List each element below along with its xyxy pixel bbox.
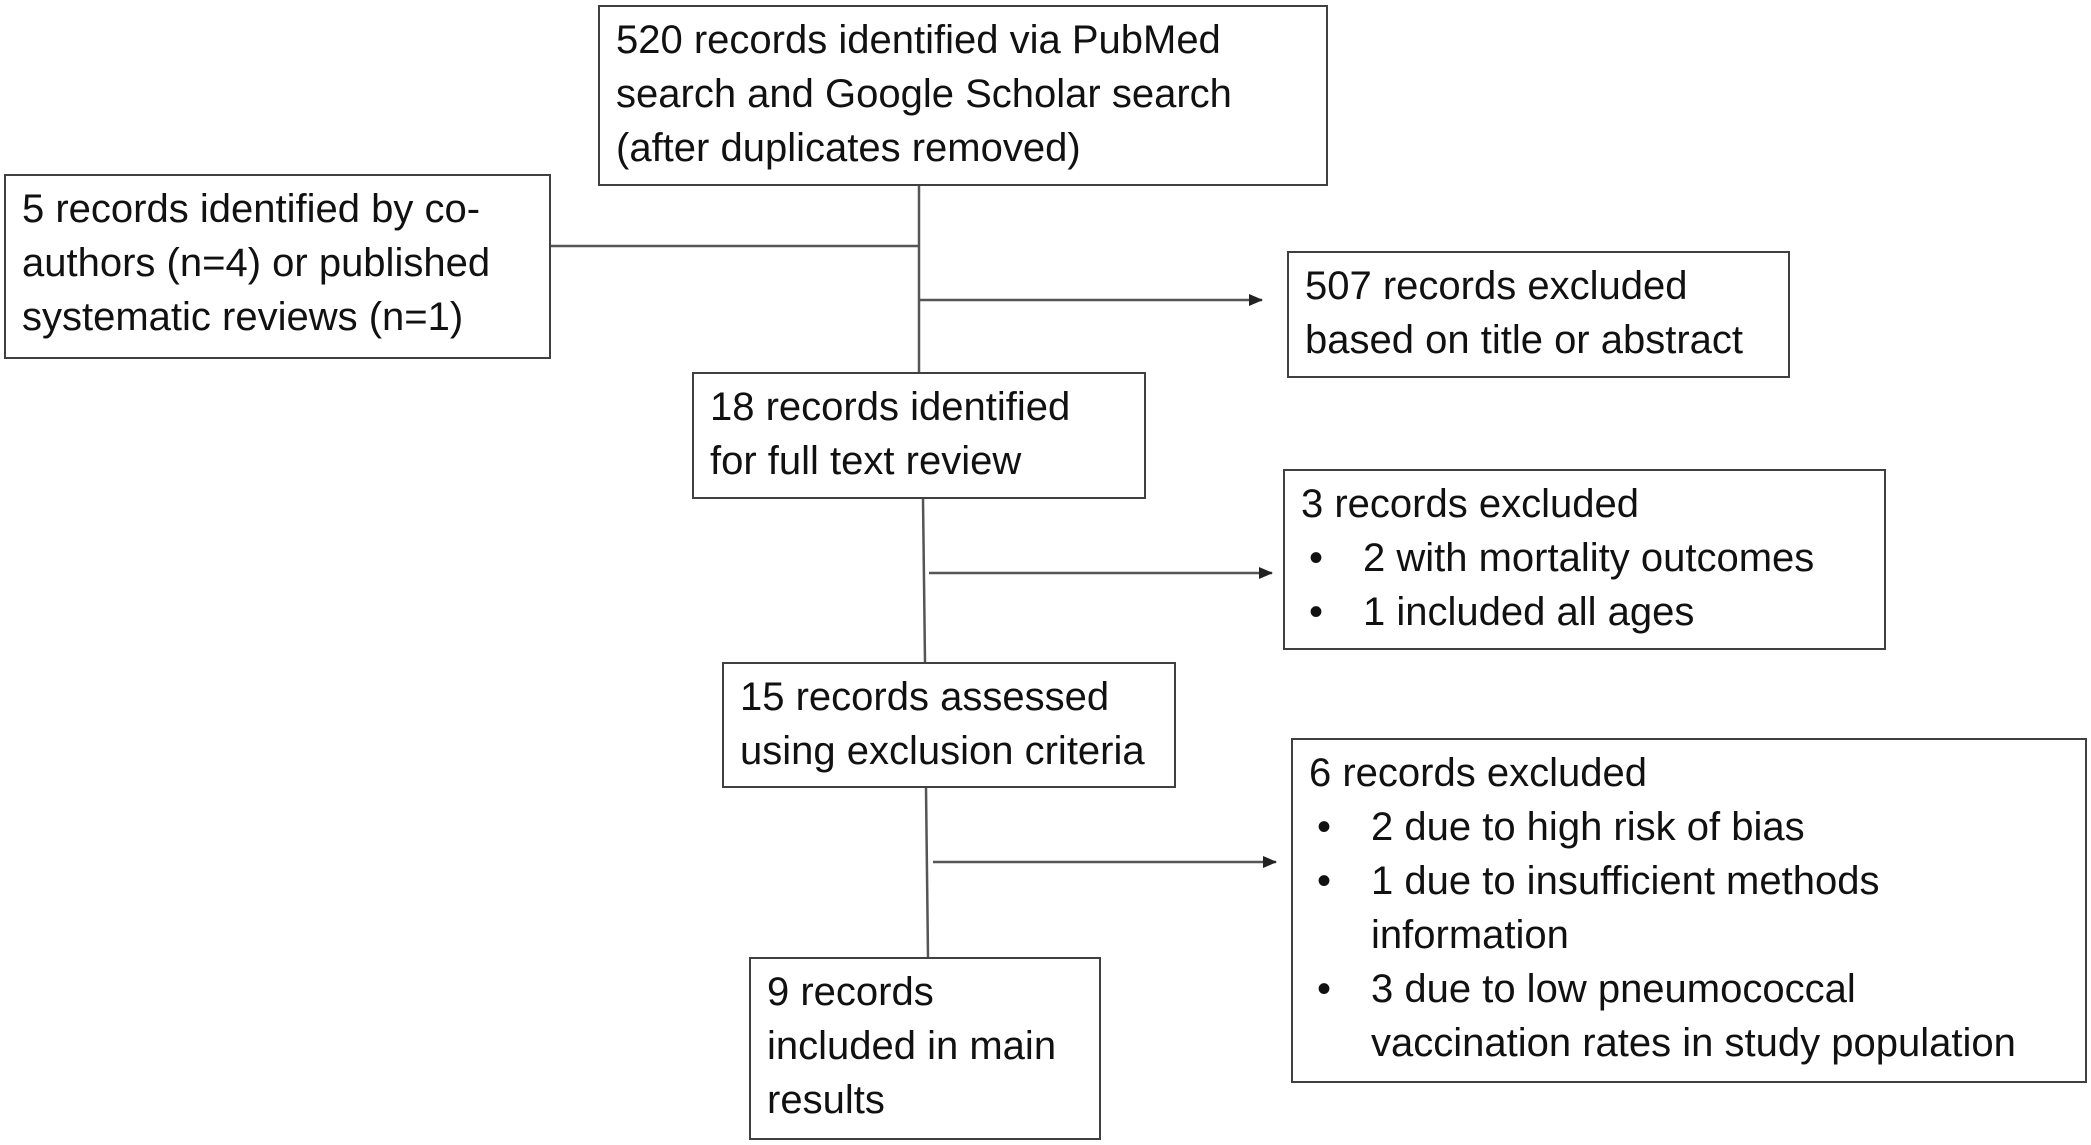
- list-item-text: 2 with mortality outcomes: [1363, 536, 1815, 580]
- box-heading: 6 records excluded: [1309, 751, 1647, 795]
- list-item: • 3 due to low pneumococcal vaccination …: [1309, 962, 2069, 1070]
- list-item-text: 1 due to insufficient methods: [1371, 859, 1880, 903]
- list-item: • 1 due to insufficient methods informat…: [1309, 854, 2069, 962]
- box-line: based on title or abstract: [1305, 318, 1744, 362]
- list-item-text: 2 due to high risk of bias: [1371, 805, 1805, 849]
- bullet-glyph: •: [1309, 590, 1324, 634]
- exclusion-reason-list: • 2 due to high risk of bias • 1 due to …: [1309, 800, 2069, 1070]
- list-item-text: 3 due to low pneumococcal: [1371, 967, 1856, 1011]
- box-line: 9 records: [767, 970, 934, 1014]
- box-line: included in main: [767, 1024, 1057, 1068]
- box-coauthor-records: 5 records identified by co- authors (n=4…: [4, 174, 551, 359]
- bullet-glyph: •: [1309, 536, 1324, 580]
- box-line: 18 records identified: [710, 385, 1071, 429]
- box-line: 5 records identified by co-: [22, 187, 481, 231]
- box-records-included: 9 records included in main results: [749, 957, 1101, 1140]
- exclusion-reason-list: • 2 with mortality outcomes • 1 included…: [1301, 531, 1868, 639]
- box-line: 15 records assessed: [740, 675, 1110, 719]
- box-line: 507 records excluded: [1305, 264, 1688, 308]
- box-excluded-title-abstract: 507 records excluded based on title or a…: [1287, 251, 1790, 378]
- bullet-glyph: •: [1317, 805, 1332, 849]
- box-full-text-review: 18 records identified for full text revi…: [692, 372, 1146, 499]
- connector-assessed-to-included: [924, 787, 930, 958]
- box-records-assessed: 15 records assessed using exclusion crit…: [722, 662, 1176, 788]
- bullet-glyph: •: [1317, 967, 1332, 1011]
- list-item: • 2 due to high risk of bias: [1309, 800, 2069, 854]
- list-item-text: vaccination rates in study population: [1371, 1021, 2016, 1065]
- list-item-text: information: [1371, 913, 1569, 957]
- list-item: • 2 with mortality outcomes: [1301, 531, 1868, 585]
- box-line: for full text review: [710, 439, 1022, 483]
- list-item-text: 1 included all ages: [1363, 590, 1695, 634]
- box-line: (after duplicates removed): [616, 126, 1081, 170]
- box-records-identified: 520 records identified via PubMed search…: [598, 5, 1328, 186]
- list-item: • 1 included all ages: [1301, 585, 1868, 639]
- box-line: systematic reviews (n=1): [22, 295, 464, 339]
- box-excluded-6-records: 6 records excluded • 2 due to high risk …: [1291, 738, 2087, 1083]
- box-line: using exclusion criteria: [740, 729, 1145, 773]
- connector-fulltext-to-assessed: [921, 498, 927, 663]
- box-line: 520 records identified via PubMed: [616, 18, 1221, 62]
- box-excluded-3-records: 3 records excluded • 2 with mortality ou…: [1283, 469, 1886, 650]
- box-line: search and Google Scholar search: [616, 72, 1232, 116]
- box-line: authors (n=4) or published: [22, 241, 491, 285]
- bullet-glyph: •: [1317, 859, 1332, 903]
- box-heading: 3 records excluded: [1301, 482, 1639, 526]
- box-line: results: [767, 1078, 885, 1122]
